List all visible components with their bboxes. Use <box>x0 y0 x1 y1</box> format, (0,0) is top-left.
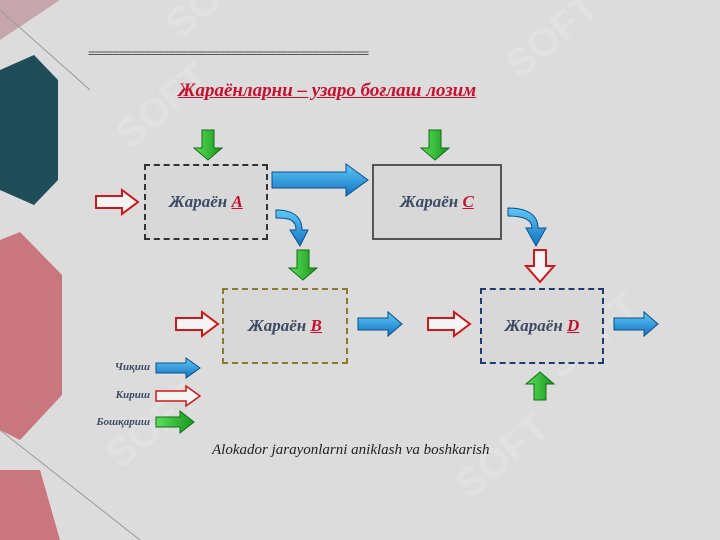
process-c-label: Жараён С <box>400 192 474 211</box>
process-b-letter: В <box>310 316 322 335</box>
input-arrow-a <box>95 188 140 216</box>
separator-line: ========================================… <box>88 46 369 60</box>
control-arrow-b <box>287 249 319 281</box>
legend-control-label: Бошқариш <box>96 416 150 428</box>
process-d-box: Жараён D <box>480 288 604 364</box>
process-d-label: Жараён D <box>504 316 580 335</box>
control-arrow-a <box>192 129 224 161</box>
output-arrow-c-to-d <box>507 207 547 248</box>
caption-text: Alokador jarayonlarni aniklash va boshka… <box>212 442 490 458</box>
process-a-letter: А <box>231 192 243 211</box>
control-arrow-c <box>419 129 451 161</box>
input-arrow-b <box>175 310 220 338</box>
output-arrow-a-to-c <box>271 163 369 197</box>
process-b-label: Жараён В <box>248 316 322 335</box>
process-a-label: Жараён А <box>169 192 243 211</box>
output-arrow-a-to-b <box>275 209 309 248</box>
process-a-box: Жараён А <box>144 164 268 240</box>
process-c-box: Жараён С <box>372 164 502 240</box>
dark-hexagon-shape <box>0 55 58 205</box>
rose-hexagon-shape <box>0 232 62 440</box>
process-c-letter: С <box>462 192 474 211</box>
page-title: Жараёнларни – узаро боғлаш лозим <box>178 80 477 101</box>
process-b-box: Жараён В <box>222 288 348 364</box>
legend-input-arrow <box>155 384 202 408</box>
input-arrow-d <box>427 310 472 338</box>
process-d-letter: D <box>567 316 580 335</box>
input-arrow-d-top <box>523 249 557 284</box>
legend-input-label: Кириш <box>115 389 150 401</box>
control-arrow-d <box>524 371 556 401</box>
legend-output-arrow <box>155 357 201 379</box>
output-arrow-d <box>613 310 659 338</box>
legend-control-arrow <box>155 409 195 435</box>
legend-output-label: Чиқиш <box>114 361 150 373</box>
output-arrow-b <box>357 310 403 338</box>
